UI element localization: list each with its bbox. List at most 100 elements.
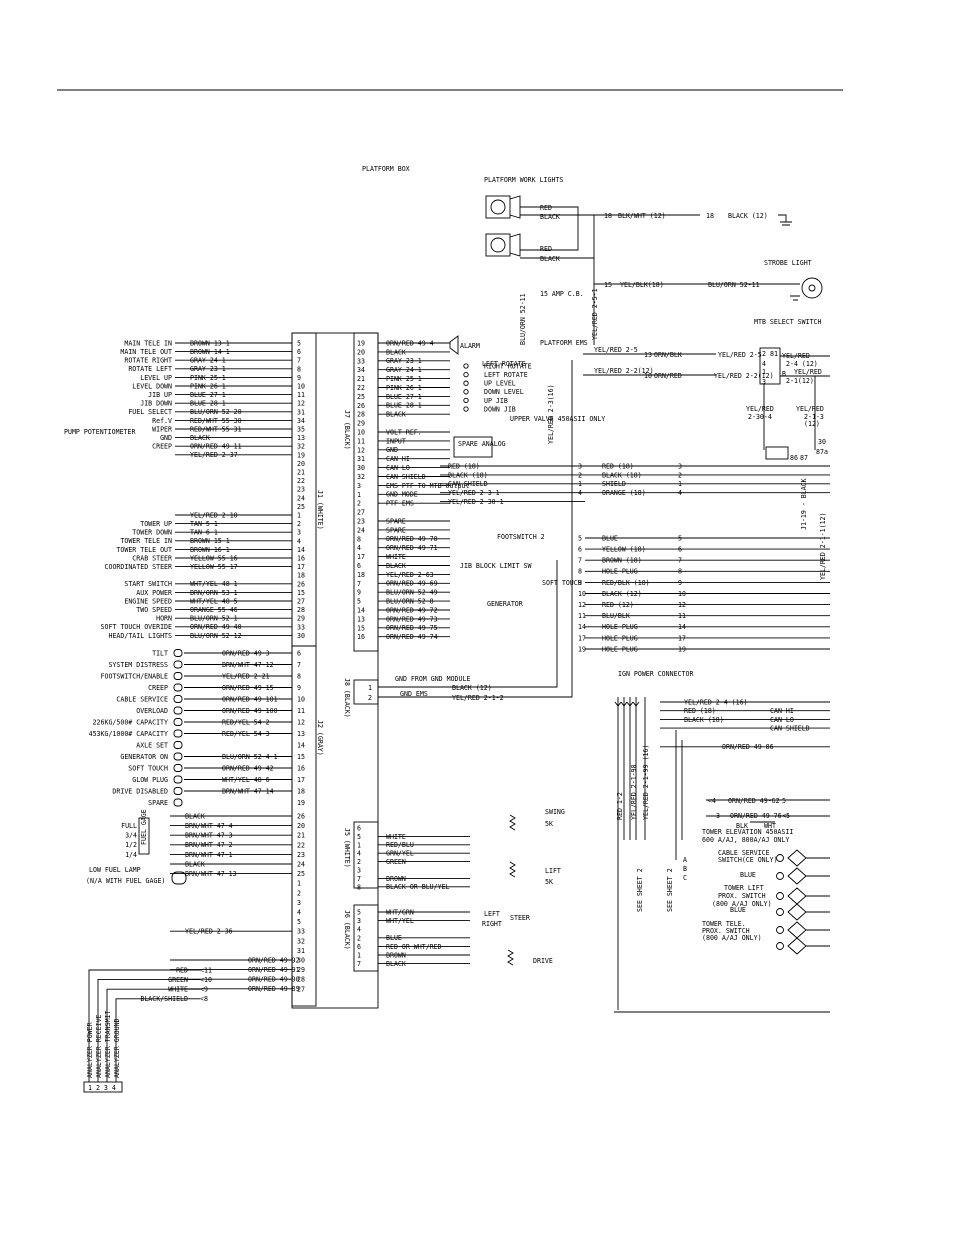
j2-function: GLOW PLUG xyxy=(132,776,168,784)
j7-pin: 28 xyxy=(357,411,365,419)
j7-wire-label: GRAY 24-1 xyxy=(386,366,422,374)
j2-low-wire-label: BLACK xyxy=(185,860,205,868)
j2-pin: 6 xyxy=(297,650,301,658)
mid-pin: 4 xyxy=(578,489,582,497)
lamp2-red: RED xyxy=(540,245,552,253)
prox-blue-1: BLUE xyxy=(740,871,756,879)
j7-pin: 4 xyxy=(357,544,361,552)
vert-j1-19: J1-19 - BLACK xyxy=(800,478,808,530)
j7-wire-label: EMS PTF TO MTB output xyxy=(386,482,469,490)
j1-wire-label: YELLOW 55-17 xyxy=(190,563,238,571)
mid-pin: 11 xyxy=(578,612,586,620)
j2-lamp xyxy=(173,798,183,807)
work-light-lamp-1 xyxy=(485,195,521,219)
pin-a: A xyxy=(683,856,687,864)
lift-pot-icon xyxy=(509,861,516,878)
j1-pin: 3 xyxy=(297,529,301,537)
valve-coil-icon xyxy=(463,397,469,404)
j2-low-pin: 22 xyxy=(297,841,305,849)
j7-wire-label: CAN LO xyxy=(386,464,410,472)
j2-lamp xyxy=(173,787,183,795)
j2-low-pin: 28 xyxy=(297,976,305,984)
te-ref1: <4 xyxy=(708,797,716,805)
j7-pin: 24 xyxy=(357,526,365,534)
mtb-pin-2: 2 xyxy=(762,350,766,358)
mid-wire-label: RED (18) xyxy=(602,462,634,470)
j1-pin: 25 xyxy=(297,503,305,511)
mid-wire-label: HOLE PLUG xyxy=(602,623,638,631)
see-sheet-2-b: SEE SHEET 2 xyxy=(666,868,674,912)
lamp-red-wire xyxy=(520,206,579,251)
j1-function: CREEP xyxy=(152,443,172,451)
j2-lamp xyxy=(173,706,183,715)
j7-pin: 16 xyxy=(357,633,365,641)
mtb-select-switch[interactable] xyxy=(759,347,781,385)
j1-pin: 23 xyxy=(297,486,305,494)
relay-a: YEL/RED xyxy=(746,405,774,413)
j7-pin: 11 xyxy=(357,437,365,445)
strobe-ground-icon xyxy=(790,295,800,301)
j6-label: J6 (BLACK) xyxy=(343,910,351,950)
j7-wire-label: PINK 26-1 xyxy=(386,384,422,392)
j7-wire-label: BLU/ORN 52-8 xyxy=(386,598,434,606)
j2-wire-label: RED/YEL 54-3 xyxy=(222,730,270,738)
j2-wire-label: YEL/RED 2-21 xyxy=(222,672,270,680)
j1-function: LEVEL DOWN xyxy=(132,382,172,390)
analyzer-wire xyxy=(106,988,200,1082)
analyzer-ref: <8 xyxy=(200,995,208,1003)
j2-pin: 10 xyxy=(297,696,305,704)
bus-tag: CAN HI xyxy=(770,707,794,715)
j5-wire-label: WHITE xyxy=(386,833,406,841)
alarm-label: ALARM xyxy=(460,342,480,350)
relay-coil xyxy=(765,446,789,460)
ems-w3: ORN/BLK xyxy=(654,351,682,359)
j7-wire-label: VOLT REF. xyxy=(386,428,422,436)
j1-function: FUEL SELECT xyxy=(128,408,172,416)
j1-wire-label: WHT/YEL 48-5 xyxy=(190,597,238,605)
strobe-light-icon xyxy=(801,277,823,299)
gnd-ems-wire xyxy=(378,360,573,698)
mtb-out-2-name: YEL/RED xyxy=(794,368,822,376)
j7-pin: 9 xyxy=(357,589,361,597)
mtb-out-1-name: YEL/RED xyxy=(782,352,810,360)
j1-wire-label: BLUE 27-1 xyxy=(190,391,226,399)
cable-sw-label: CABLE SERVICE xyxy=(718,849,770,857)
j7-mid-label: RIGHT ROTATE xyxy=(484,362,532,370)
j7-pin: 7 xyxy=(357,580,361,588)
fuel-gage-box xyxy=(138,817,150,855)
tower-lift-sw: PROX. SWITCH xyxy=(718,892,766,900)
tower-lift-note: (800 A/AJ ONLY) xyxy=(712,900,772,908)
mid-pin: 6 xyxy=(578,546,582,554)
analyzer-plug xyxy=(83,1081,123,1093)
j7-wire-label: BLACK xyxy=(386,562,406,570)
j1-pin: 14 xyxy=(297,546,305,554)
j1-function: JIB DOWN xyxy=(140,400,172,408)
mid-pin: 8 xyxy=(578,568,582,576)
vert-yelred-211: YEL/RED 2-1-1(12) xyxy=(819,513,827,581)
lamp1-black: BLACK xyxy=(540,213,560,221)
j1-function: SOFT TOUCH OVERIDE xyxy=(101,623,172,631)
j2-function: 453KG/1000# CAPACITY xyxy=(89,730,168,738)
j7-pin: 1 xyxy=(357,491,361,499)
j1-pin: 12 xyxy=(297,400,305,408)
ems-w5: YEL/RED 2-5 xyxy=(718,351,762,359)
analyzer-wire xyxy=(88,969,200,1082)
bus-tag: CAN SHIELD xyxy=(770,725,810,733)
j1-pin: 11 xyxy=(297,391,305,399)
j7-pin: 22 xyxy=(357,384,365,392)
low-fuel-label: LOW FUEL LAMP xyxy=(89,866,141,874)
j2-low-pin: 5 xyxy=(297,918,301,926)
mid-wire-label: BLACK (18) xyxy=(602,471,642,479)
j6-wire-label: WHT/GRN xyxy=(386,908,414,916)
alarm-icon xyxy=(449,335,459,355)
upper-valve-label: UPPER VALVE 450ASII ONLY xyxy=(510,415,605,423)
j1-pin: 18 xyxy=(297,572,305,580)
j2-lamp xyxy=(173,752,183,761)
j2-low-pin: 33 xyxy=(297,928,305,936)
j7-wire-label: ORN/RED 49-70 xyxy=(386,535,438,543)
j7-wire-label: INPUT xyxy=(386,437,406,445)
j6-pin: 3 xyxy=(357,917,361,925)
j7-wire-label: GND xyxy=(386,446,398,454)
